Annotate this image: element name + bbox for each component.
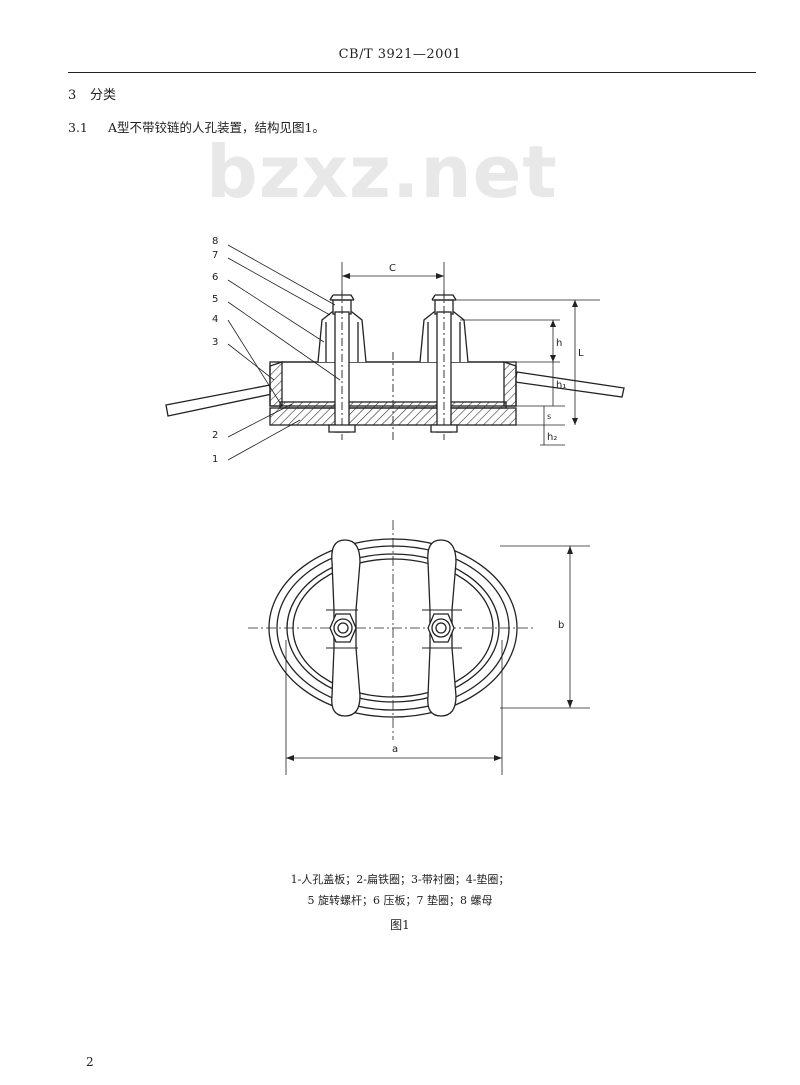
dim-label-l: L (578, 348, 584, 359)
clause-text: 3.1 A型不带铰链的人孔装置，结构见图1。 (68, 117, 325, 136)
part-label-8: 8 (212, 236, 218, 247)
section-heading: 3 分类 (68, 84, 116, 103)
clause-body: A型不带铰链的人孔装置，结构见图1。 (108, 120, 325, 135)
figure-caption-line2: 5 旋转螺杆；6 压板；7 垫圈；8 螺母 (307, 894, 493, 907)
bolt-assembly-left (317, 290, 367, 440)
plan-view (248, 520, 590, 775)
header-rule (68, 72, 756, 73)
part-label-1: 1 (212, 454, 218, 465)
page-number: 2 (86, 1055, 94, 1069)
deck-plate-right (514, 371, 625, 398)
part-label-4: 4 (212, 314, 218, 325)
dim-label-h: h (556, 338, 562, 349)
deck-plate-left (165, 384, 273, 417)
part-label-3: 3 (212, 337, 218, 348)
section-number: 3 (68, 88, 77, 103)
dim-label-c: C (389, 263, 396, 274)
dim-label-b: b (558, 620, 564, 631)
nut-left (329, 613, 357, 643)
standard-code: CB/T 3921—2001 (338, 47, 462, 62)
section-title: 分类 (90, 88, 117, 103)
section-view (165, 244, 625, 461)
dim-label-a: a (392, 744, 398, 755)
figure-caption-line1: 1-人孔盖板；2-扁铁圈；3-带衬圈；4-垫圈； (290, 873, 510, 886)
dim-label-h1: h₁ (556, 380, 566, 391)
dim-label-s: s (547, 412, 551, 421)
part-label-5: 5 (212, 294, 218, 305)
clause-number: 3.1 (68, 120, 88, 135)
dim-label-h2: h₂ (547, 432, 557, 443)
nut-right (427, 613, 455, 643)
figure-title: 图1 (390, 918, 410, 932)
part-label-6: 6 (212, 272, 218, 283)
watermark: bzxz.net (206, 130, 558, 214)
outer-flange (268, 538, 518, 718)
part-label-7: 7 (212, 250, 218, 261)
cover-outline (286, 553, 500, 703)
bolt-assembly-right (419, 290, 469, 440)
part-label-2: 2 (212, 430, 218, 441)
